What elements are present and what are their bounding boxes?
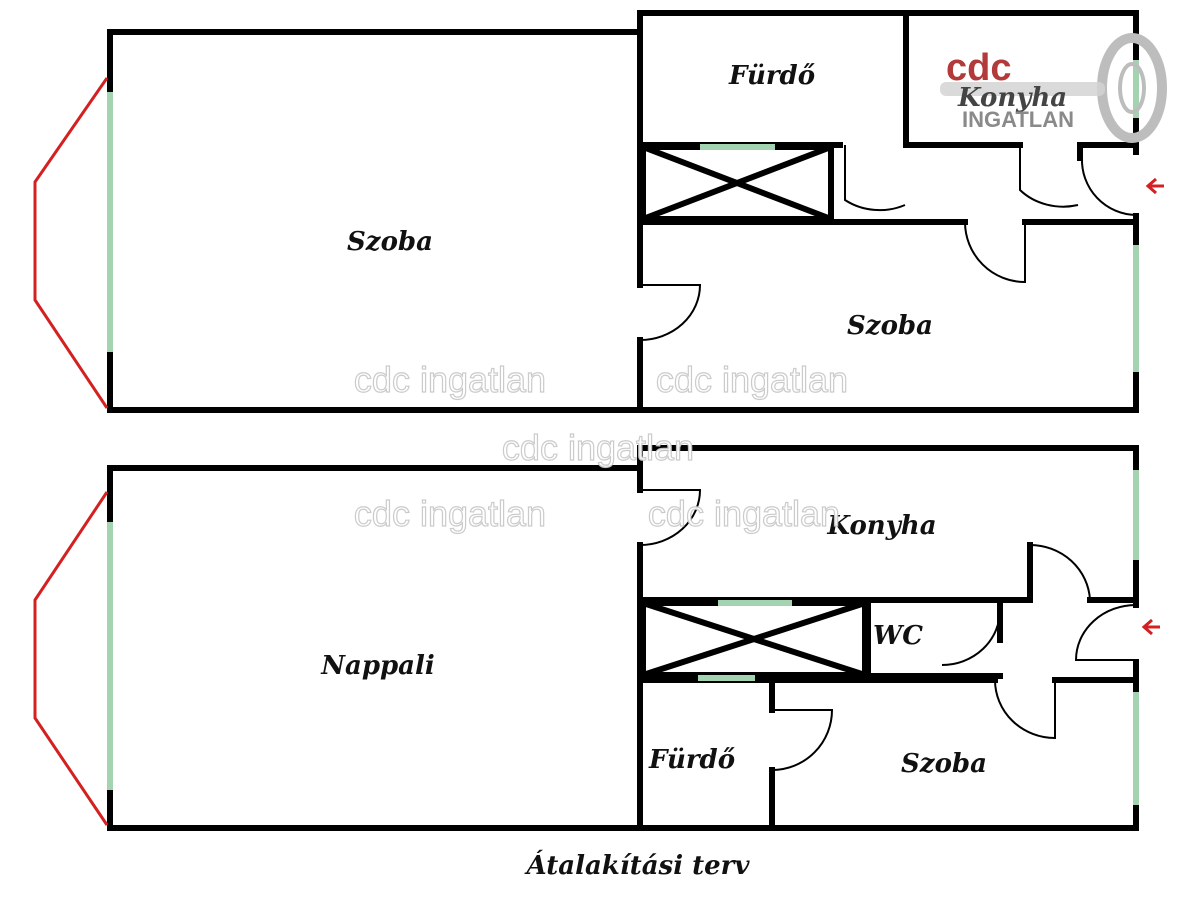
plan-top-bay-window xyxy=(33,77,109,409)
plan-top-label-konyha: Konyha xyxy=(957,83,1067,113)
watermarks: cdc ingatlan cdc ingatlan cdc ingatlan c… xyxy=(353,358,848,534)
plan-top-outer-wall xyxy=(107,10,1139,155)
plan-bottom-door-wc xyxy=(941,609,1001,666)
logo-brand: cdc xyxy=(946,47,1011,89)
plan-top-door-kitchen xyxy=(1019,145,1079,208)
plan-bottom-outer-wall xyxy=(107,445,1139,608)
plan-bottom-label-wc: WC xyxy=(873,621,923,651)
watermark-5: cdc ingatlan xyxy=(648,493,840,534)
plan-bottom-door-furdo xyxy=(771,709,834,771)
plan-top-door-rooms xyxy=(639,284,702,341)
plan-bottom: Nappali Konyha WC Fürdő Szoba xyxy=(33,445,1160,831)
plan-top-shaft-cross-b xyxy=(641,144,833,222)
plan-top-label-furdo: Fürdő xyxy=(728,61,815,91)
logo-sub: INGATLAN xyxy=(962,107,1074,132)
plan-bottom-shaft-cross-b xyxy=(642,600,866,678)
plan-top: Szoba Fürdő Szoba xyxy=(33,10,1164,413)
watermark-4: cdc ingatlan xyxy=(354,493,546,534)
plan-top-entrance-arrow xyxy=(1145,177,1164,195)
cdc-logo: cdc Konyha INGATLAN xyxy=(940,33,1167,143)
plan-bottom-label-szoba: Szoba xyxy=(901,749,987,779)
plan-bottom-door-entry xyxy=(1074,604,1137,661)
plan-top-label-szoba-left: Szoba xyxy=(347,227,433,257)
plan-bottom-label-furdo: Fürdő xyxy=(648,745,735,775)
plan-bottom-label-nappali: Nappali xyxy=(320,651,435,681)
plan-top-door-bath xyxy=(844,145,906,212)
plan-bottom-entrance-arrow xyxy=(1141,618,1160,636)
logo-key-shaft xyxy=(940,82,1105,96)
figure-caption: Átalakítási terv xyxy=(524,849,751,881)
logo-key-ring xyxy=(1097,33,1167,143)
plan-bottom-door-nappali xyxy=(639,489,702,546)
logo-key-hole xyxy=(1118,62,1146,114)
plan-bottom-label-konyha: Konyha xyxy=(826,511,936,541)
watermark-1: cdc ingatlan xyxy=(354,359,546,400)
plan-top-label-szoba-right: Szoba xyxy=(847,311,933,341)
plan-bottom-door-szoba xyxy=(994,679,1056,740)
plan-top-door-szoba xyxy=(964,221,1026,284)
watermark-3: cdc ingatlan xyxy=(502,427,694,468)
plan-bottom-door-kitchen xyxy=(1029,543,1091,601)
plan-top-door-entry xyxy=(1080,157,1137,216)
watermark-2: cdc ingatlan xyxy=(656,359,848,400)
plan-bottom-bay-window xyxy=(33,491,109,826)
